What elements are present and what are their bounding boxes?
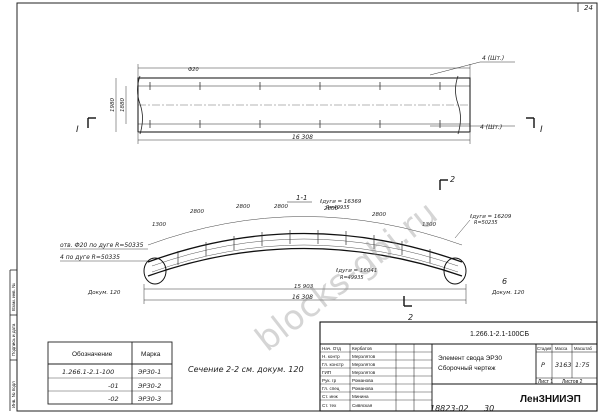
mass-value: 3163: [555, 361, 572, 369]
stage-header: Стадия: [537, 346, 551, 351]
sig-name-7: Минина: [352, 394, 369, 399]
sig-role-7: Ст. инж: [322, 394, 339, 399]
arc-top: ℓдуги = 16369: [319, 199, 362, 205]
spec-table: Обозначение Марка 1.266.1-2.1-100 ЭРЗ0-1…: [47, 341, 173, 405]
section-2-bottom: 2: [408, 313, 413, 322]
document-code: 1.266.1-2.1-100СБ: [470, 331, 529, 338]
strip-sign: Подпись и дата: [11, 323, 16, 356]
span-2: 2800: [190, 209, 204, 215]
sig-role-8: Ст. тех: [322, 403, 337, 408]
page-number: 30: [484, 404, 494, 413]
sig-role-3: Гл. констр: [322, 362, 344, 367]
spec-row-2-mark: ЭРЗ0-2: [137, 382, 161, 390]
section-mark-left: I: [76, 125, 79, 135]
inventory-number: 18823-02: [430, 404, 469, 413]
sheet-frame: [16, 2, 598, 412]
spec-row-1-mark: ЭРЗ0-1: [137, 368, 161, 376]
strip-replace: Взам. инв. №: [11, 283, 16, 311]
mass-header: Масса: [555, 346, 568, 351]
sig-name-1: Кербатов: [352, 346, 372, 351]
total-bottom: 16 308: [292, 294, 313, 301]
plan-length: 16 308: [292, 134, 313, 141]
arc-bottom: ℓдуги = 16041: [335, 268, 377, 274]
plan-view: Ф20 4 (Шт.) 4 (Шт.) 1980 1880 16 308 I I: [76, 55, 543, 144]
span-7: 1300: [422, 222, 436, 228]
plan-dim-1980: 1980: [110, 98, 116, 112]
section-mark-right: I: [540, 125, 543, 135]
total-bottom-2: 15 903: [294, 284, 314, 290]
section-2-top: 2: [450, 175, 455, 184]
plan-dim-bottom: 4 (Шт.): [480, 124, 502, 131]
spec-header-mark: Марка: [141, 351, 161, 358]
span-1: 1300: [152, 222, 166, 228]
spec-header-designation: Обозначение: [72, 350, 113, 358]
title-block: Нач. Отд Кербатов Н. контр Мерзлятов Гл.…: [319, 321, 598, 412]
sig-name-8: Сивяская: [352, 403, 373, 408]
left-strip: Инв. № подл Подпись и дата Взам. инв. №: [9, 269, 18, 411]
sig-role-4: ГИП: [322, 370, 331, 375]
spec-row-2-designation: -01: [108, 382, 119, 390]
sig-name-3: Мерзлятов: [352, 362, 376, 367]
sheet-number: 24: [584, 4, 593, 12]
watermark: blocks-gbi.ru: [248, 193, 445, 359]
plan-dim-20: Ф20: [188, 67, 199, 73]
organization: ЛенЗНИИЭП: [520, 394, 581, 405]
sig-name-5: Романова: [352, 378, 374, 383]
doc-left: Докум. 120: [87, 290, 121, 296]
plan-dim-1880: 1880: [120, 98, 126, 112]
sig-name-4: Мерзлятов: [352, 370, 376, 375]
section-note: Сечение 2-2 см. докум. 120: [188, 365, 304, 374]
strip-inv: Инв. № подл: [11, 381, 16, 408]
spec-row-3-designation: -02: [108, 395, 119, 403]
chord-left-2: 4 по дуге R=50335: [60, 254, 120, 261]
drawing-title-2: Сборочный чертеж: [438, 364, 496, 372]
sig-role-2: Н. контр: [322, 354, 340, 359]
scale-header: Масштаб: [574, 346, 593, 351]
elevation-view: 1-1 1300 2800 2800 2800 2: [60, 175, 525, 322]
drawing-title-1: Элемент свода ЭРЗ0: [438, 355, 502, 362]
spec-row-3-mark: ЭРЗ0-3: [137, 395, 161, 403]
doc-right: Докум. 120: [491, 290, 525, 296]
arc-right: ℓдуги = 16209: [469, 214, 512, 220]
arc-top-r: R=49935: [326, 205, 350, 211]
span-3: 2800: [236, 204, 250, 210]
sig-role-5: Рук. гр: [322, 378, 337, 383]
span-4: 2800: [274, 204, 288, 210]
sheet-label: Лист 1: [538, 379, 553, 385]
plan-dim-top: 4 (Шт.): [482, 55, 504, 62]
spec-row-1-designation: 1.266.1-2.1-100: [62, 368, 114, 376]
section-title: 1-1: [296, 194, 307, 202]
span-5: 2800: [324, 206, 338, 212]
scale-value: 1:75: [575, 361, 590, 369]
sig-role-1: Нач. Отд: [322, 346, 341, 351]
sig-role-6: Гл. спец: [322, 386, 340, 391]
sig-name-2: Мерзлятов: [352, 354, 376, 359]
callout-6: 6: [502, 277, 507, 286]
sheets-label: Листов 2: [562, 379, 583, 385]
sig-name-6: Романова: [352, 386, 374, 391]
arc-right-r: R=50235: [474, 220, 498, 226]
span-6: 2800: [372, 212, 386, 218]
arc-bottom-r: R=49935: [340, 275, 364, 281]
chord-left-1: отв. Ф20 по дуге R=50335: [60, 242, 144, 249]
stage-value: Р: [541, 361, 545, 369]
